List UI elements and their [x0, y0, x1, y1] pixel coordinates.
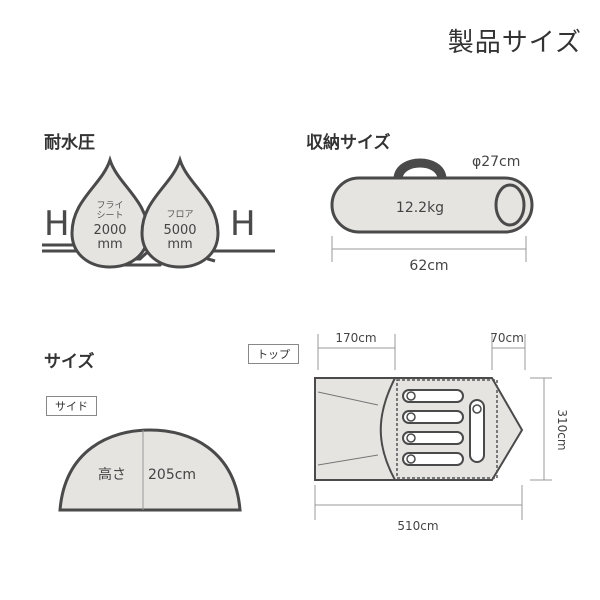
top-view-diagram: 170cm 70cm 310cm 510cm [314, 331, 569, 533]
fly-unit: mm [97, 237, 122, 252]
tent-length: 510cm [397, 519, 438, 533]
height-label: 高さ [98, 466, 126, 483]
fly-label-top: フライ [96, 200, 123, 211]
h-mark-right: H [230, 204, 256, 244]
fly-drop [70, 155, 150, 269]
front-length: 170cm [335, 331, 376, 345]
h-mark-left: H [44, 204, 70, 244]
floor-value: 5000 [163, 223, 196, 238]
fly-value: 2000 [93, 223, 126, 238]
fly-label-bottom: シート [96, 211, 123, 221]
top-view-tag: トップ [248, 344, 299, 364]
sleeping-bags [402, 389, 485, 466]
side-view-tag: サイド [46, 396, 97, 416]
storage-size-heading: 収納サイズ [306, 133, 391, 153]
floor-unit: mm [167, 237, 192, 252]
tent-width: 310cm [555, 409, 569, 450]
water-resistance-diagram: H H フライ シート 2000 mm フロア 5000 mm [42, 155, 275, 269]
water-resistance-heading: 耐水圧 [44, 133, 95, 153]
bag-end [494, 183, 526, 227]
rear-length: 70cm [490, 331, 524, 345]
inner-tent [396, 379, 498, 479]
page-title: 製品サイズ [447, 28, 582, 58]
bag-length: 62cm [409, 258, 448, 274]
height-value: 205cm [148, 467, 196, 483]
storage-bag-diagram: 12.2kg φ27cm 62cm [330, 154, 534, 274]
bag-weight: 12.2kg [396, 200, 444, 216]
floor-drop [140, 155, 220, 269]
size-heading: サイズ [44, 352, 95, 372]
floor-label: フロア [166, 210, 193, 220]
side-view-diagram: 高さ 205cm [58, 428, 242, 512]
tent-side-shape [58, 428, 242, 512]
bag-handle [393, 158, 447, 180]
bag-body [330, 176, 534, 234]
bag-diameter: φ27cm [472, 154, 520, 170]
